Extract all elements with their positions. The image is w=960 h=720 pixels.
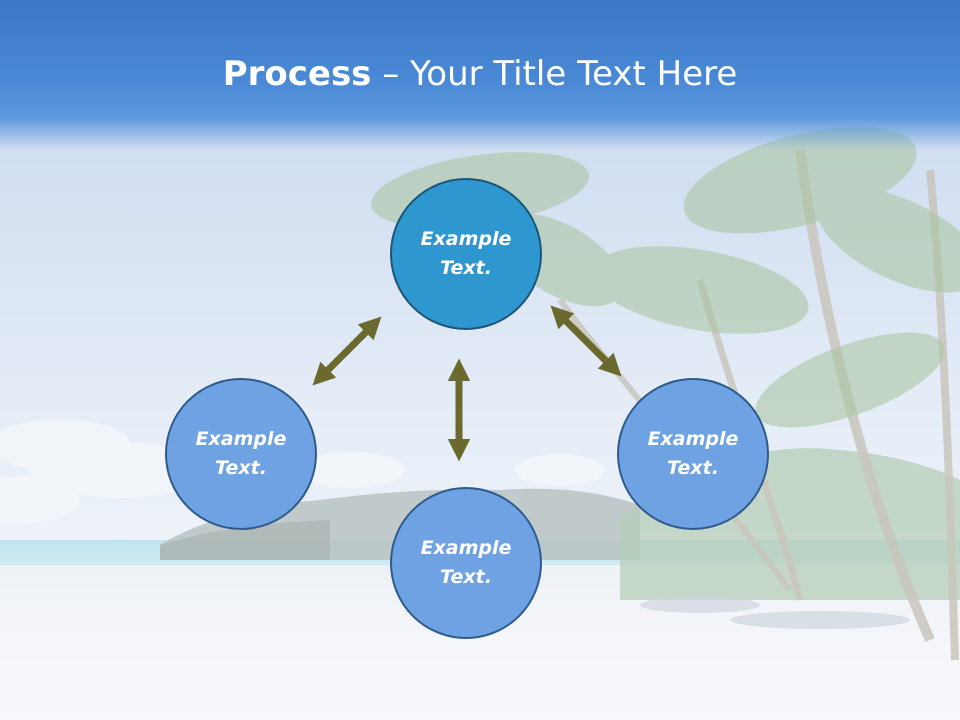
node-right: Example Text.: [617, 378, 769, 530]
arrow-top-right: [550, 305, 622, 377]
arrow-top-left: [312, 316, 382, 386]
node-bottom-label: Example Text.: [420, 537, 512, 588]
slide-title: Process – Your Title Text Here: [0, 52, 960, 96]
title-strong: Process: [222, 54, 372, 94]
node-right-label: Example Text.: [647, 428, 739, 479]
clouds: [0, 419, 605, 524]
node-top: Example Text.: [390, 178, 542, 330]
node-top-label: Example Text.: [420, 228, 512, 279]
node-left-label: Example Text.: [195, 428, 287, 479]
title-rest: – Your Title Text Here: [371, 54, 738, 94]
title-bar: [0, 0, 960, 150]
node-left: Example Text.: [165, 378, 317, 530]
beach-shadows: [640, 597, 910, 629]
node-bottom: Example Text.: [390, 487, 542, 639]
